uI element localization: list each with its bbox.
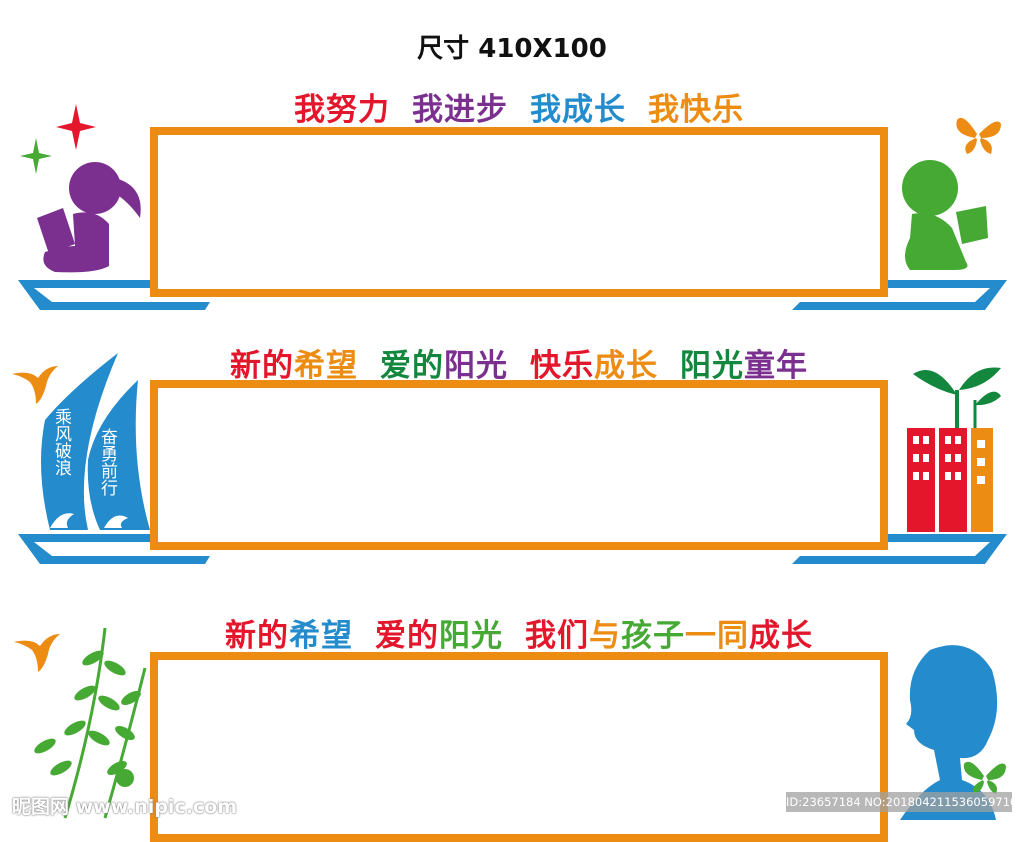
headline-segment: 阳光 [439, 618, 503, 654]
headline-1: 我努力我进步我成长我快乐 [150, 84, 888, 129]
headline-segment: 我成长 [530, 92, 626, 128]
shelf-1 [18, 280, 1007, 310]
frame-2 [150, 380, 888, 550]
shelf-2 [18, 534, 1007, 564]
watermark-site: 昵图网 www.nipic.com [12, 796, 238, 818]
star-red-icon [56, 104, 96, 150]
bird-orange-icon [14, 634, 60, 672]
headline-segment: 快乐 [530, 348, 594, 384]
headline-segment: 希望 [289, 618, 353, 654]
leafy-vine-icon [34, 627, 147, 819]
headline-segment: 成长 [749, 618, 813, 654]
building-sprout-icon [907, 367, 1001, 532]
headline-segment: 我快乐 [648, 92, 744, 128]
headline-segment: 新的 [230, 348, 294, 384]
butterfly-green-icon [963, 761, 1006, 794]
headline-segment: 一同 [685, 618, 749, 654]
headline-segment: 希望 [294, 348, 358, 384]
boy-reading-icon [902, 160, 988, 270]
sail-text-1: 乘风破浪 [51, 408, 71, 476]
frame-1 [150, 127, 888, 297]
headline-segment: 新的 [225, 618, 289, 654]
headline-segment: 爱的 [380, 348, 444, 384]
headline-segment: 爱的 [375, 618, 439, 654]
sailboat-icon [41, 353, 150, 530]
headline-2: 新的希望爱的阳光快乐成长阳光童年 [150, 340, 888, 385]
headline-segment: 我进步 [412, 92, 508, 128]
headline-3: 新的希望爱的阳光我们与孩子一同成长 [150, 610, 888, 655]
headline-segment: 孩子 [621, 618, 685, 654]
butterfly-icon [956, 117, 1001, 154]
headline-segment: 童年 [744, 348, 808, 384]
headline-segment: 与 [589, 618, 621, 654]
headline-segment: 我努力 [294, 92, 390, 128]
watermark-id: ID:23657184 NO:20180421153605971039 [786, 792, 1024, 812]
headline-segment: 成长 [594, 348, 658, 384]
headline-segment: 阳光 [444, 348, 508, 384]
bird-orange-icon [12, 366, 58, 404]
star-green-icon [20, 138, 52, 174]
headline-segment: 我们 [525, 618, 589, 654]
size-title: 尺寸 410X100 [417, 34, 607, 64]
girl-reading-icon [37, 162, 141, 273]
frame-3 [150, 652, 888, 842]
woman-profile-icon [900, 645, 998, 820]
sail-text-2: 奋勇前行 [97, 428, 117, 496]
headline-segment: 阳光 [680, 348, 744, 384]
